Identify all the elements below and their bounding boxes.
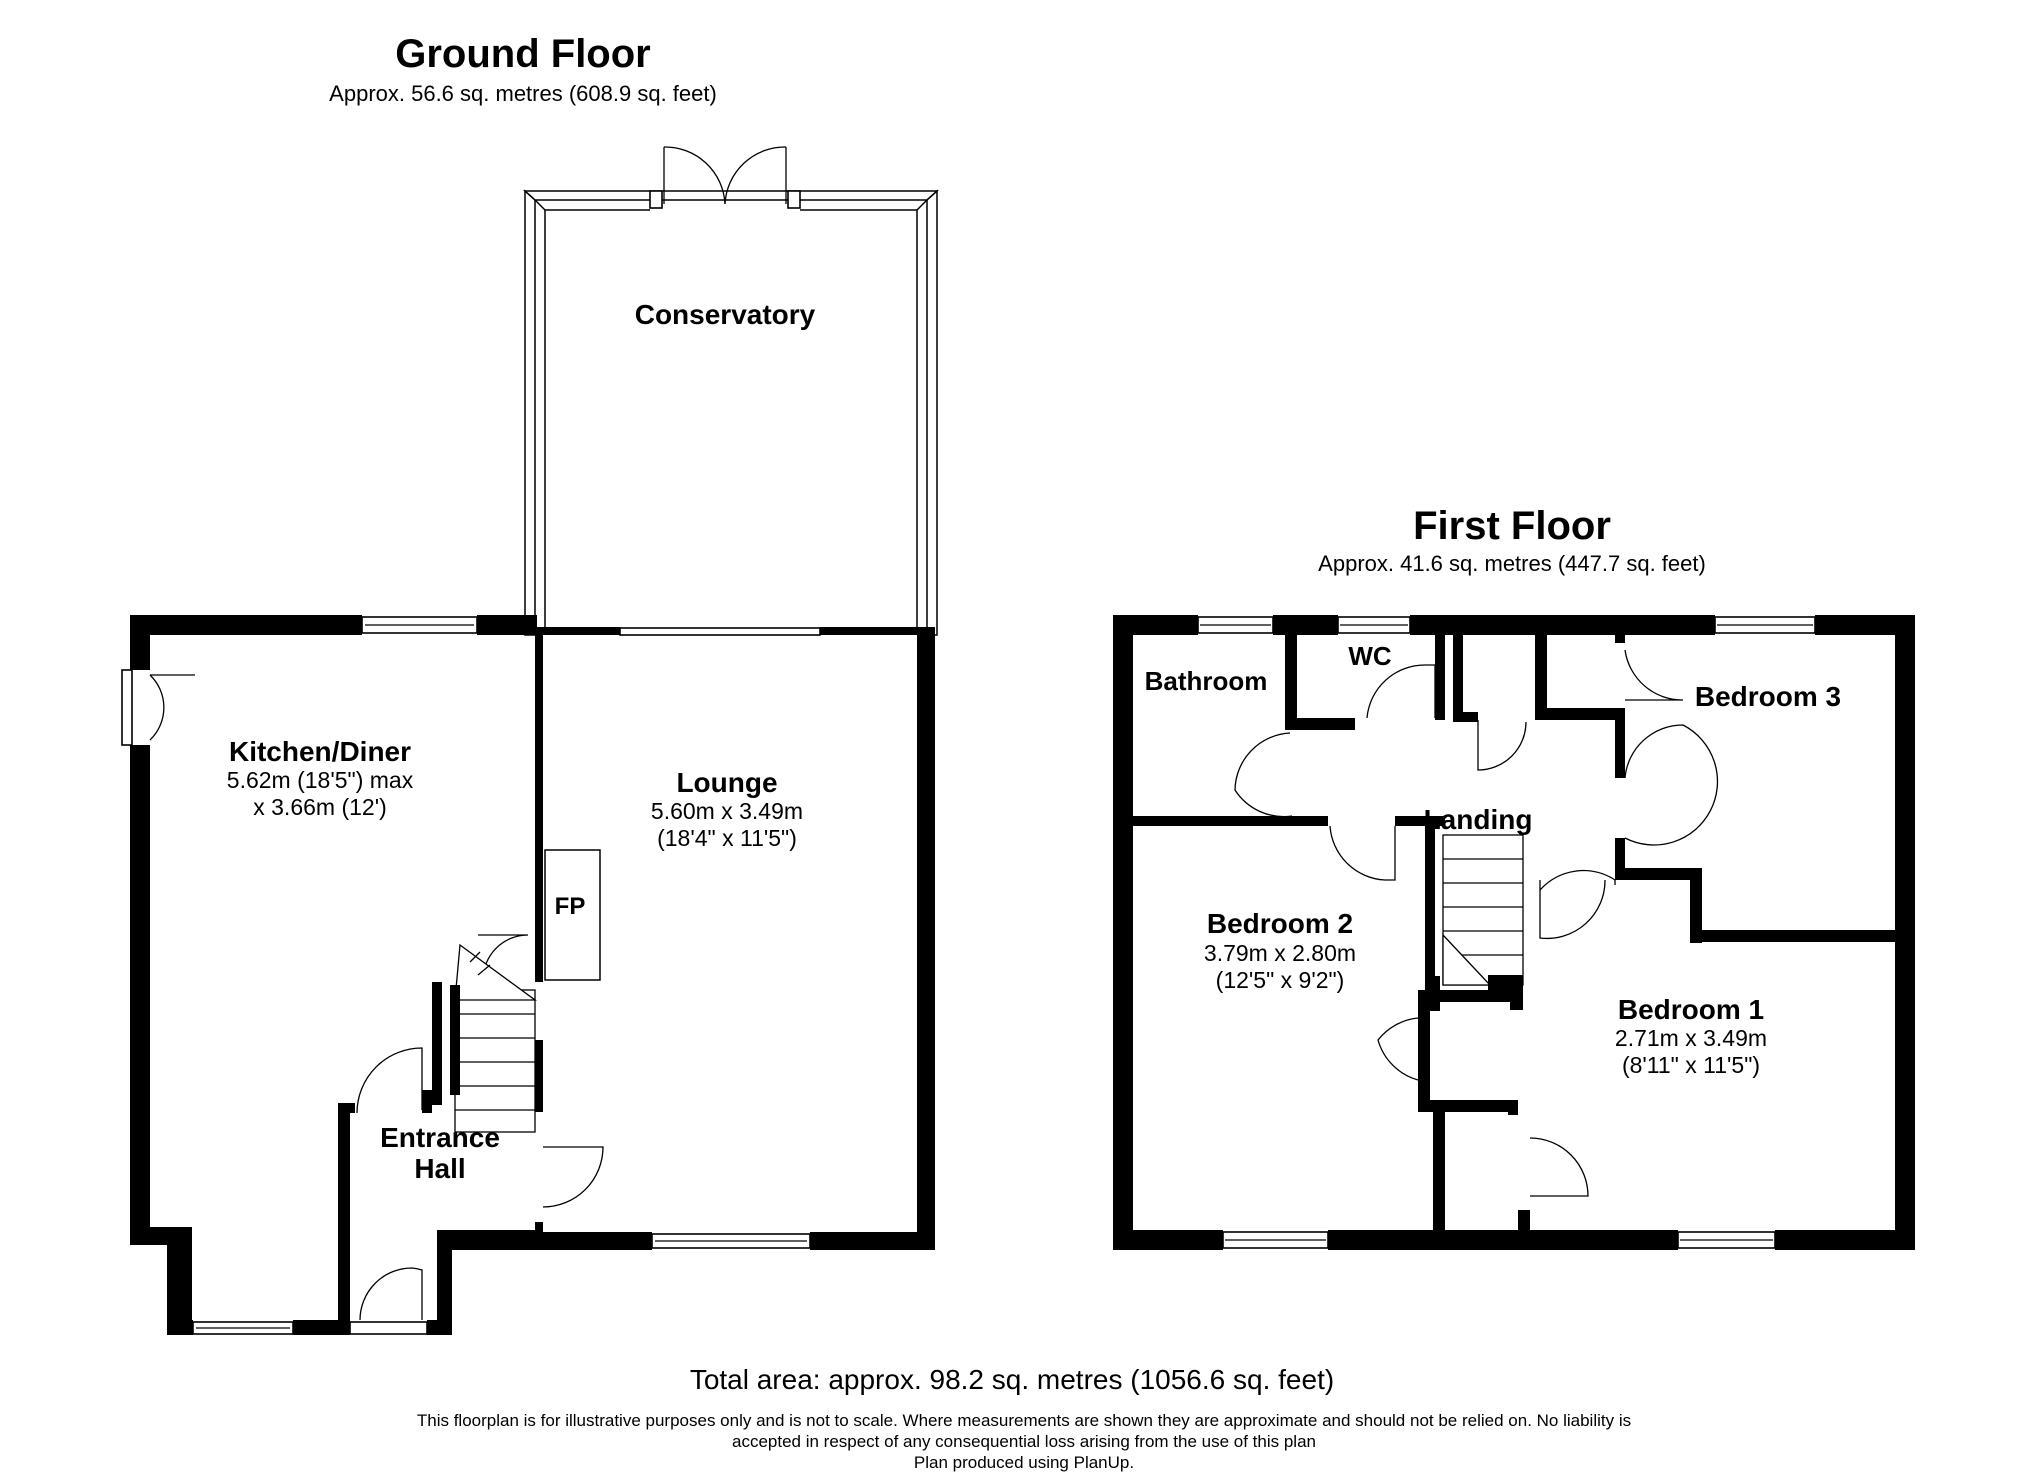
first-floor-windows	[1197, 616, 1816, 1249]
bedroom2-dimensions-2: (12'5" x 9'2")	[1216, 967, 1345, 993]
disclaimer-line-1: This floorplan is for illustrative purpo…	[417, 1411, 1631, 1430]
disclaimer-line-2: accepted in respect of any consequential…	[732, 1432, 1316, 1451]
kitchen-dimensions-1: 5.62m (18'5") max	[227, 767, 414, 793]
entrance-hall-label-1: Entrance	[380, 1122, 500, 1153]
lounge-label: Lounge	[676, 767, 777, 798]
bathroom-label: Bathroom	[1145, 666, 1268, 696]
fireplace	[544, 849, 601, 981]
ground-floor-walls	[130, 615, 935, 1335]
bedroom2-label: Bedroom 2	[1207, 908, 1353, 939]
first-floor-title: First Floor	[1413, 504, 1611, 548]
lounge-dimensions-2: (18'4" x 11'5")	[657, 825, 797, 851]
total-area: Total area: approx. 98.2 sq. metres (105…	[690, 1364, 1334, 1395]
ground-floor-windows	[121, 616, 821, 1335]
bedroom1-dimensions-2: (8'11" x 11'5")	[1622, 1052, 1760, 1078]
conservatory-label: Conservatory	[635, 299, 816, 330]
conservatory-frame	[523, 146, 939, 636]
kitchen-dimensions-2: x 3.66m (12')	[253, 794, 387, 820]
bedroom1-label: Bedroom 1	[1618, 994, 1764, 1025]
bedroom3-label: Bedroom 3	[1695, 681, 1841, 712]
kitchen-label: Kitchen/Diner	[229, 736, 411, 767]
bedroom1-dimensions-1: 2.71m x 3.49m	[1615, 1025, 1767, 1051]
ground-floor-area: Approx. 56.6 sq. metres (608.9 sq. feet)	[329, 81, 717, 106]
fireplace-label: FP	[555, 893, 586, 920]
ground-floor-title: Ground Floor	[395, 32, 651, 76]
entrance-hall-label-2: Hall	[414, 1153, 465, 1184]
lounge-dimensions-1: 5.60m x 3.49m	[651, 798, 803, 824]
first-floor-area: Approx. 41.6 sq. metres (447.7 sq. feet)	[1318, 551, 1706, 576]
bedroom2-dimensions-1: 3.79m x 2.80m	[1204, 940, 1356, 966]
first-floor-walls	[1113, 615, 1915, 1250]
first-floor-stairs	[1442, 834, 1524, 990]
wc-label: WC	[1348, 641, 1392, 671]
first-floor-plan: First Floor Approx. 41.6 sq. metres (447…	[1113, 504, 1915, 1250]
ground-floor-stairs	[450, 943, 537, 1133]
ground-floor-plan: Ground Floor Approx. 56.6 sq. metres (60…	[121, 32, 939, 1335]
first-floor-doors	[1234, 649, 1719, 1197]
landing-label: Landing	[1424, 804, 1533, 835]
footer: Total area: approx. 98.2 sq. metres (105…	[417, 1364, 1631, 1472]
produced-by: Plan produced using PlanUp.	[914, 1453, 1134, 1472]
